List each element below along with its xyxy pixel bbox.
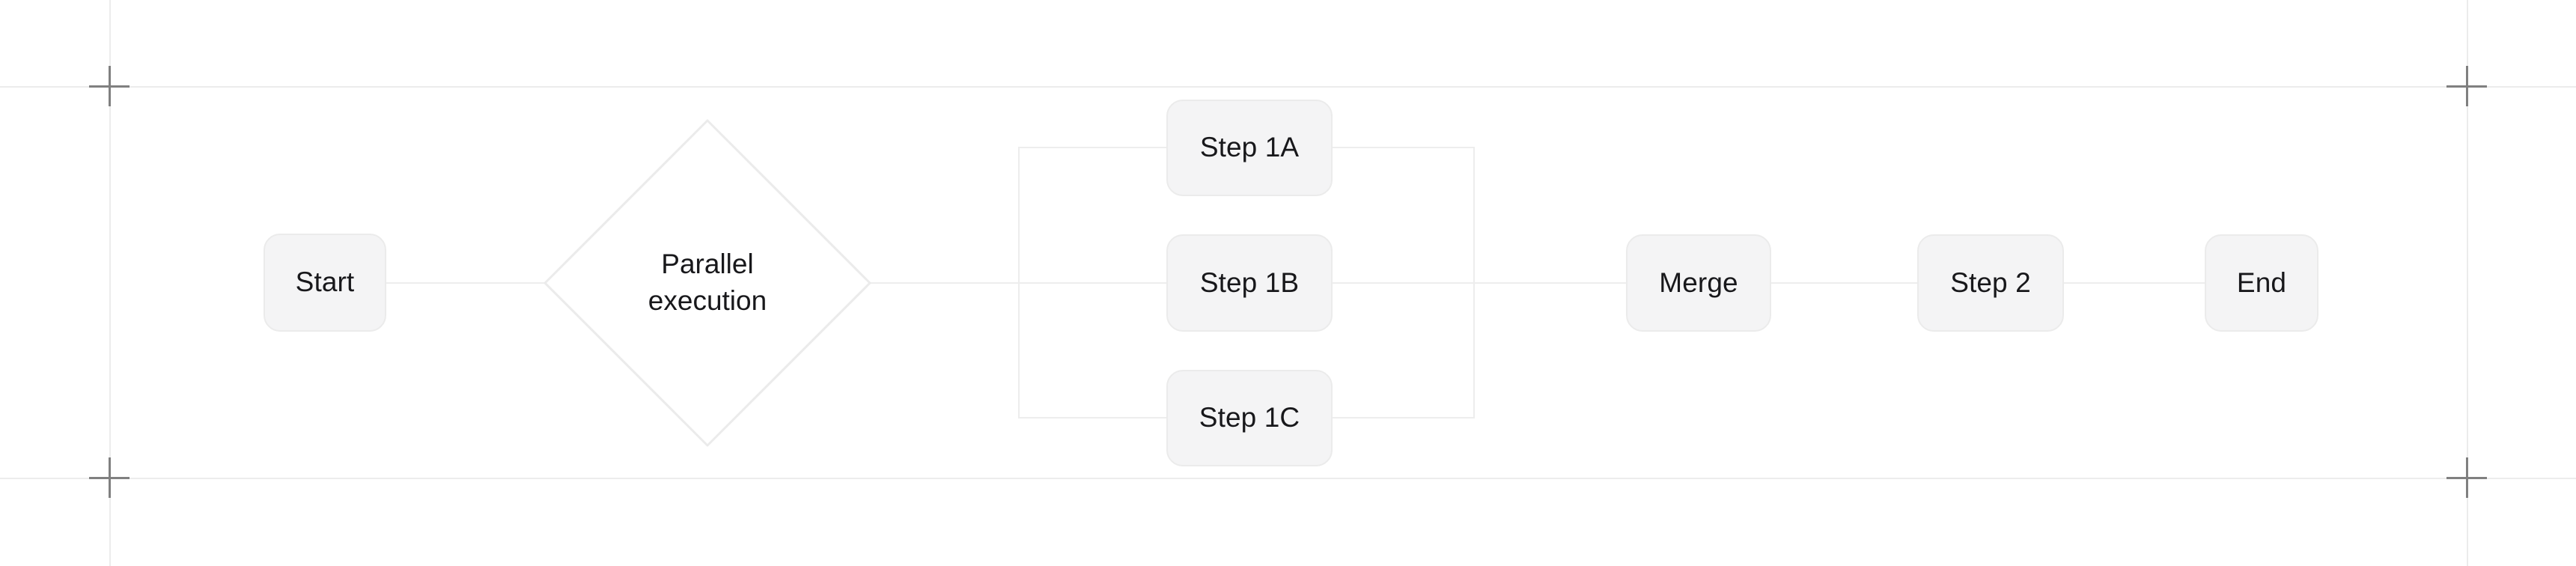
node-parallel-execution[interactable]: Parallel execution xyxy=(541,116,874,450)
edge-step1c-to-fanin[interactable] xyxy=(1331,417,1475,419)
node-parallel-execution-label-line1: Parallel xyxy=(661,249,754,280)
gridline-vertical-right xyxy=(2467,0,2468,566)
grid-crosshair-top-left xyxy=(89,66,130,106)
node-end[interactable]: End xyxy=(2205,234,2318,332)
gridline-horizontal-bottom xyxy=(0,478,2576,479)
gridline-horizontal-top xyxy=(0,86,2576,88)
node-step-1c[interactable]: Step 1C xyxy=(1166,370,1333,466)
grid-crosshair-top-right xyxy=(2446,66,2487,106)
edge-step1b-to-merge[interactable] xyxy=(1331,282,1627,284)
node-step-1a[interactable]: Step 1A xyxy=(1166,100,1333,196)
edge-fanout-to-step1c[interactable] xyxy=(1018,417,1168,419)
node-merge-label: Merge xyxy=(1659,267,1738,298)
node-step-1a-label: Step 1A xyxy=(1199,132,1300,163)
node-step-1c-label: Step 1C xyxy=(1199,402,1300,433)
node-parallel-execution-label-line2: execution xyxy=(648,285,767,316)
node-step-2-label: Step 2 xyxy=(1950,267,2031,298)
node-merge[interactable]: Merge xyxy=(1626,234,1771,332)
gridline-vertical-left xyxy=(109,0,111,566)
edge-fanout-left-vertical[interactable] xyxy=(1018,147,1020,418)
grid-crosshair-bottom-right xyxy=(2446,457,2487,498)
node-end-label: End xyxy=(2236,267,2287,298)
diamond-shape-icon xyxy=(541,116,874,450)
node-step-2[interactable]: Step 2 xyxy=(1917,234,2064,332)
node-step-1b[interactable]: Step 1B xyxy=(1166,234,1333,332)
node-step-1b-label: Step 1B xyxy=(1199,267,1300,298)
edge-merge-to-step2[interactable] xyxy=(1771,282,1919,284)
edge-step1a-to-fanin[interactable] xyxy=(1331,147,1475,148)
edge-step2-to-end[interactable] xyxy=(2064,282,2206,284)
node-start[interactable]: Start xyxy=(264,234,386,332)
grid-crosshair-bottom-left xyxy=(89,457,130,498)
node-parallel-execution-label: Parallel execution xyxy=(541,116,874,450)
edge-start-to-parallel[interactable] xyxy=(386,282,545,284)
edge-fanout-to-step1a[interactable] xyxy=(1018,147,1168,148)
node-start-label: Start xyxy=(295,267,355,298)
